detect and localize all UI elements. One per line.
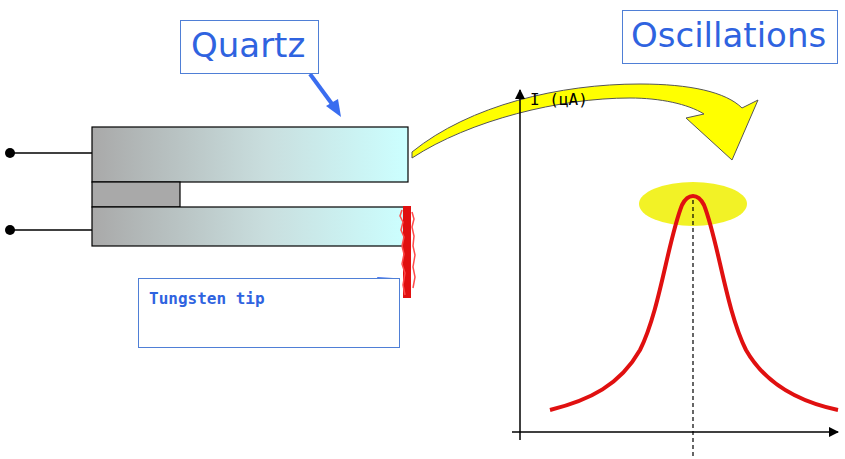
tungsten-tip [400, 206, 415, 298]
quartz-prong [92, 127, 408, 182]
quartz-base [92, 182, 180, 207]
box-label: Oscillations [631, 17, 826, 54]
box-label: Tungsten tip [149, 289, 265, 308]
label-box: Tungsten tip [138, 278, 400, 348]
transfer-arrow [412, 84, 758, 160]
resonance-graph [512, 90, 838, 459]
axis-label: I (цA) [530, 90, 588, 109]
label-box: Quartz [180, 20, 319, 74]
electrode-pin [5, 148, 92, 235]
box-label: Quartz [191, 27, 305, 64]
quartz-prong [92, 207, 408, 246]
label-box: Oscillations [622, 10, 838, 64]
